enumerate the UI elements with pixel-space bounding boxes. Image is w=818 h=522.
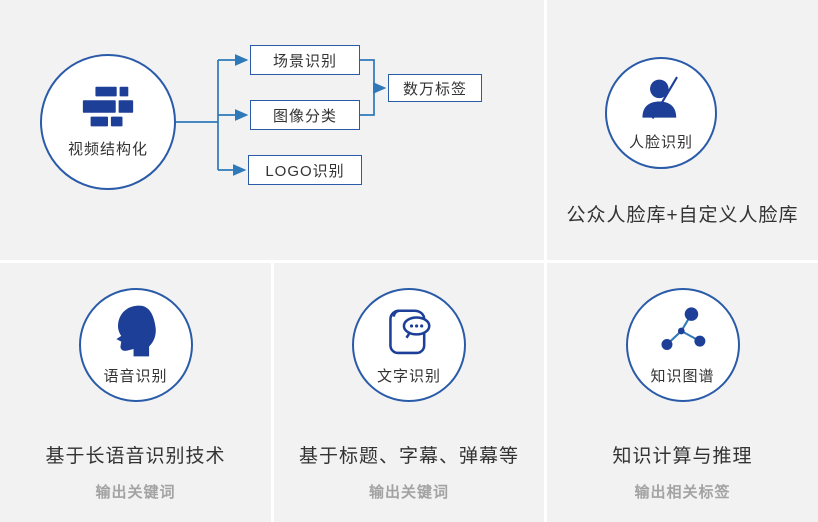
panel-video-structuring: 视频结构化 场景识别 图像分类 LOGO识别 数万标签	[0, 0, 544, 260]
tags-output-box: 数万标签	[388, 74, 482, 102]
panel-face-recognition: 人脸识别 公众人脸库+自定义人脸库	[547, 0, 818, 260]
text-recognition-label: 文字识别	[376, 368, 441, 385]
flow-connector-lines	[176, 54, 387, 176]
logo-recognition-box: LOGO识别	[248, 155, 362, 185]
face-recognition-label: 人脸识别	[628, 134, 693, 151]
video-blocks-icon	[82, 86, 134, 126]
speech-recognition-label: 语音识别	[103, 368, 168, 385]
video-structuring-label: 视频结构化	[67, 140, 148, 158]
face-scan-icon	[642, 76, 678, 119]
speech-recognition-note: 输出关键词	[95, 484, 176, 501]
head-profile-icon	[115, 305, 156, 357]
knowledge-graph-description: 知识计算与推理	[612, 446, 753, 467]
network-nodes-icon	[660, 307, 705, 350]
knowledge-graph-label: 知识图谱	[650, 368, 715, 385]
panel-speech-recognition: 语音识别 基于长语音识别技术 输出关键词	[0, 263, 271, 522]
text-recognition-description: 基于标题、字幕、弹幕等	[298, 446, 519, 467]
image-classification-box: 图像分类	[250, 100, 360, 130]
scroll-chat-icon	[389, 309, 431, 355]
face-recognition-description: 公众人脸库+自定义人脸库	[566, 205, 799, 226]
panel-text-recognition: 文字识别 基于标题、字幕、弹幕等 输出关键词	[274, 263, 544, 522]
face-recognition-circle: 人脸识别	[605, 57, 717, 169]
knowledge-graph-circle: 知识图谱	[625, 288, 740, 402]
panel-knowledge-graph: 知识图谱 知识计算与推理 输出相关标签	[547, 263, 818, 522]
video-structuring-circle: 视频结构化	[40, 54, 176, 190]
text-recognition-note: 输出关键词	[368, 484, 449, 501]
knowledge-graph-note: 输出相关标签	[634, 484, 731, 501]
speech-recognition-description: 基于长语音识别技术	[45, 446, 226, 467]
text-recognition-circle: 文字识别	[352, 288, 466, 402]
scene-recognition-box: 场景识别	[250, 45, 360, 75]
speech-recognition-circle: 语音识别	[78, 288, 193, 402]
